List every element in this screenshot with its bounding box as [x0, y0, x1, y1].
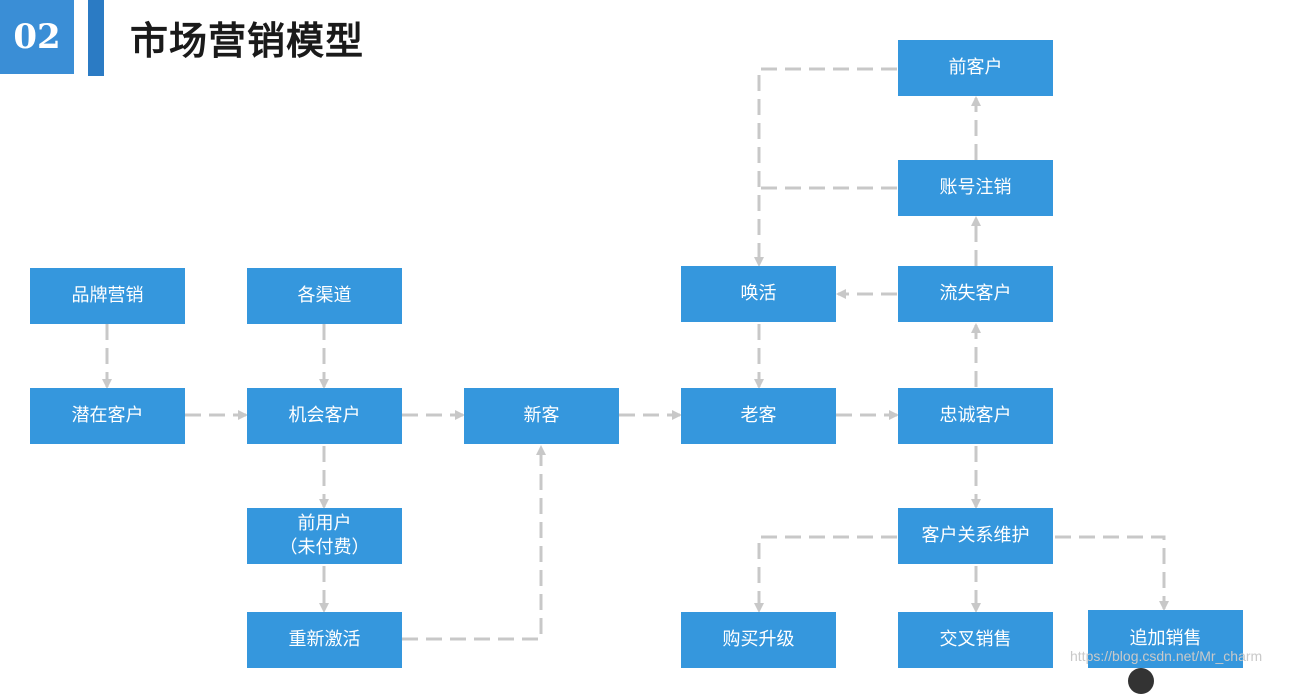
node-account-cancel: 账号注销	[898, 160, 1053, 216]
node-old-customer: 老客	[681, 388, 836, 444]
node-label: 追加销售	[1129, 628, 1202, 649]
header-accent-bar	[88, 0, 104, 76]
watermark-text: https://blog.csdn.net/Mr_charm	[1070, 648, 1263, 664]
page-title: 市场营销模型	[130, 19, 365, 63]
node-all-channels: 各渠道	[247, 268, 402, 324]
section-number: 02	[0, 0, 74, 74]
edge-former-to-awaken	[754, 67, 897, 267]
node-add-on-sale: 追加销售	[1088, 610, 1243, 668]
node-label: 重新激活	[288, 629, 361, 650]
edge-maintenance-to-upgrade	[754, 535, 897, 613]
node-label: 潜在客户	[71, 405, 144, 426]
node-new-customer: 新客	[464, 388, 619, 444]
node-label: 机会客户	[288, 405, 361, 426]
node-label: 前用户	[297, 513, 352, 534]
edge-reactivation-to-new	[402, 445, 546, 641]
edge-maintenance-to-addon	[1055, 535, 1169, 611]
node-former-customer: 前客户	[898, 40, 1053, 96]
node-label: 账号注销	[939, 177, 1012, 198]
node-label: 交叉销售	[939, 629, 1012, 650]
node-label: 流失客户	[939, 283, 1012, 304]
node-brand-marketing: 品牌营销	[30, 268, 185, 324]
node-relationship-maintenance: 客户关系维护	[898, 508, 1053, 564]
connectors	[102, 67, 1169, 641]
node-sublabel: （未付费）	[279, 537, 370, 558]
node-label: 新客	[523, 405, 560, 426]
node-label: 唤活	[740, 283, 777, 304]
node-label: 忠诚客户	[939, 405, 1012, 426]
node-label: 客户关系维护	[921, 525, 1030, 546]
node-awaken: 唤活	[681, 266, 836, 322]
node-lost-customer: 流失客户	[898, 266, 1053, 322]
node-upgrade-purchase: 购买升级	[681, 612, 836, 668]
node-label: 品牌营销	[71, 285, 144, 306]
node-label: 购买升级	[722, 629, 795, 650]
node-potential-customer: 潜在客户	[30, 388, 185, 444]
node-opportunity-customer: 机会客户	[247, 388, 402, 444]
node-reactivation: 重新激活	[247, 612, 402, 668]
node-label: 各渠道	[297, 285, 352, 306]
node-label: 老客	[740, 405, 777, 426]
node-label: 前客户	[948, 57, 1003, 78]
node-loyal-customer: 忠诚客户	[898, 388, 1053, 444]
node-cross-sell: 交叉销售	[898, 612, 1053, 668]
node-pre-user: 前用户 （未付费）	[247, 508, 402, 564]
corner-mark	[1128, 668, 1154, 694]
